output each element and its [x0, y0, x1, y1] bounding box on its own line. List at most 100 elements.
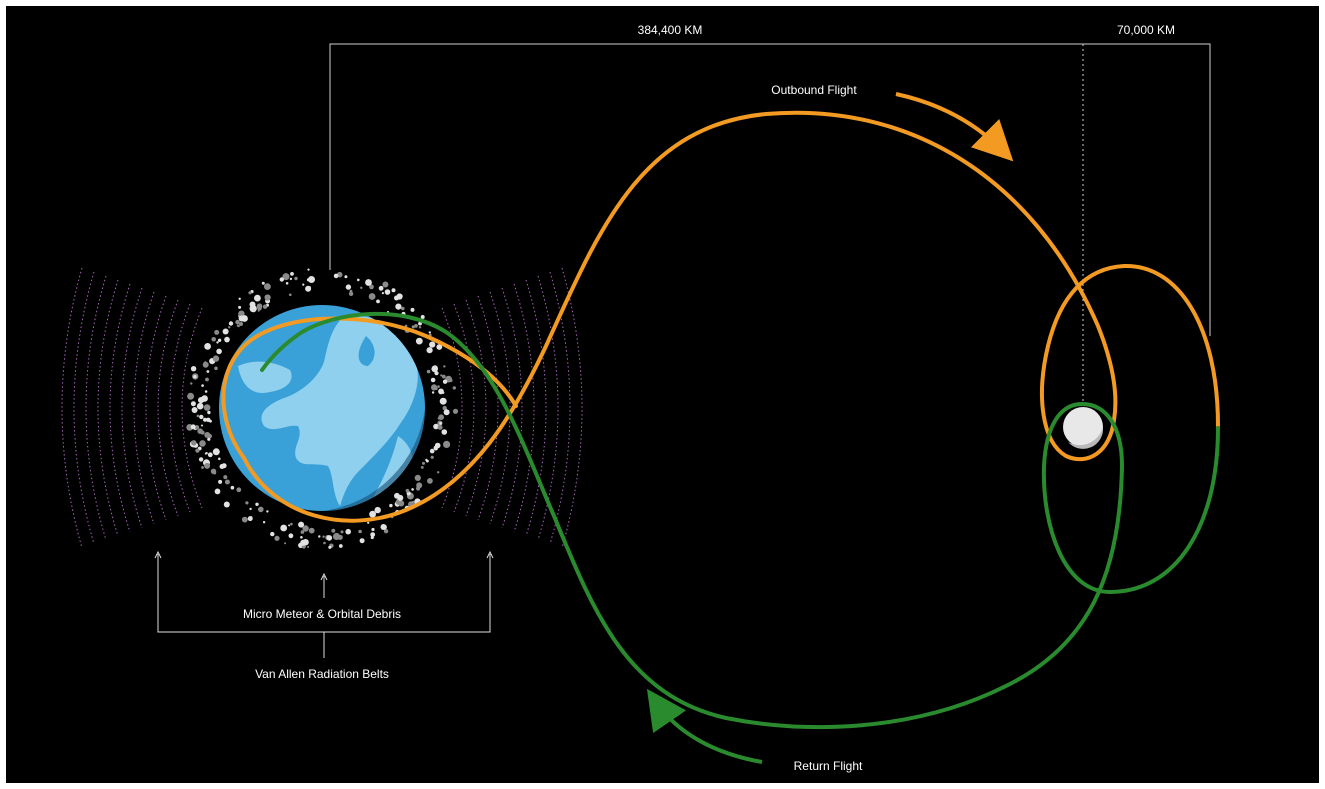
debris-particle: [216, 348, 222, 355]
debris-particle: [218, 479, 223, 484]
debris-particle: [289, 293, 292, 297]
debris-particle: [290, 522, 293, 526]
debris-particle: [300, 539, 307, 546]
debris-particle: [438, 414, 445, 421]
debris-particle: [441, 374, 446, 379]
radiation-belt-arc: [549, 271, 571, 545]
debris-particle: [302, 525, 309, 532]
debris-particle: [238, 315, 245, 322]
debris-particle: [348, 291, 354, 296]
debris-particle: [395, 303, 402, 310]
debris-particle: [264, 283, 271, 290]
debris-particle: [428, 331, 431, 334]
debris-particle: [338, 544, 343, 548]
debris-particle: [305, 285, 312, 292]
debris-particle: [288, 524, 291, 527]
return-direction-arrow: [646, 688, 763, 764]
debris-particle: [280, 524, 288, 532]
debris-particle: [384, 289, 391, 295]
debris-particle: [410, 307, 415, 312]
radiation-belt-arc: [513, 283, 535, 533]
debris-particle: [308, 527, 315, 534]
van-allen-belts-left: [61, 267, 203, 549]
debris-particle: [201, 395, 208, 402]
debris-particle: [389, 503, 393, 508]
debris-particle: [365, 279, 372, 286]
debris-particle: [238, 297, 241, 300]
debris-particle: [391, 288, 396, 293]
debris-particle: [437, 471, 440, 474]
debris-particle: [258, 506, 264, 513]
debris-particle: [239, 322, 243, 326]
debris-particle: [382, 281, 389, 288]
debris-particle: [367, 521, 370, 524]
debris-particle: [369, 284, 374, 290]
debris-particle: [248, 291, 252, 295]
debris-particle: [328, 545, 332, 549]
debris-particle: [422, 461, 425, 465]
debris-particle: [307, 268, 310, 271]
debris-particle: [318, 535, 321, 538]
debris-particle: [294, 276, 298, 281]
debris-particle: [443, 409, 450, 416]
debris-particle: [368, 293, 376, 300]
debris-particle: [426, 459, 429, 463]
radiation-belt-arc: [561, 267, 583, 549]
debris-particle: [430, 455, 434, 459]
debris-particle: [228, 326, 231, 329]
debris-particle: [414, 474, 421, 481]
debris-particle: [416, 482, 423, 489]
debris-particle: [236, 324, 239, 327]
debris-particle: [285, 282, 289, 285]
debris-particle: [187, 392, 195, 400]
van-allen-label: Van Allen Radiation Belts: [255, 667, 389, 681]
debris-particle: [194, 425, 200, 430]
debris-particle: [282, 273, 290, 281]
debris-particle: [190, 401, 196, 407]
debris-particle: [213, 471, 217, 475]
debris-particle: [221, 463, 227, 469]
debris-particle: [193, 375, 197, 379]
debris-particle: [302, 283, 305, 286]
debris-particle: [191, 440, 197, 446]
debris-particle: [284, 542, 287, 545]
outbound-direction-arrow: [895, 92, 1014, 162]
debris-particle: [436, 344, 443, 350]
debris-particle: [300, 530, 305, 534]
debris-particle: [212, 355, 220, 362]
radiation-belt-arc: [97, 279, 119, 537]
debris-particle: [235, 319, 240, 325]
debris-particle: [195, 448, 200, 453]
debris-particle: [405, 488, 410, 493]
debris-particle: [212, 448, 220, 456]
debris-particle: [323, 541, 326, 545]
debris-particle: [426, 369, 431, 374]
debris-particle: [270, 531, 275, 537]
debris-particle: [211, 337, 216, 342]
debris-particle: [383, 529, 389, 534]
debris-particle: [418, 321, 422, 326]
debris-particle: [369, 510, 376, 518]
radiation-belt-arc: [525, 279, 547, 537]
radiation-belt-arc: [85, 275, 107, 541]
radiation-belt-arc: [169, 303, 191, 513]
debris-particle: [256, 303, 263, 310]
debris-particle: [204, 452, 207, 455]
debris-particle: [204, 390, 208, 393]
debris-particle: [257, 309, 260, 312]
debris-particle: [401, 306, 405, 311]
debris-particle: [308, 276, 315, 283]
debris-particle: [411, 325, 415, 329]
debris-particle: [222, 328, 229, 335]
trajectory-diagram: 384,400 KM 70,000 KM Outbound Flight Ret…: [61, 23, 1220, 773]
earth-moon-distance-label: 384,400 KM: [638, 23, 703, 37]
radiation-belt-arc: [465, 299, 487, 517]
debris-particle: [249, 305, 257, 313]
debris-particle: [333, 273, 339, 279]
debris-particle: [357, 278, 360, 282]
debris-particle: [199, 414, 204, 420]
debris-particle: [433, 445, 438, 450]
debris-particle: [241, 516, 248, 523]
debris-particle: [433, 423, 439, 430]
debris-particle: [360, 286, 363, 289]
